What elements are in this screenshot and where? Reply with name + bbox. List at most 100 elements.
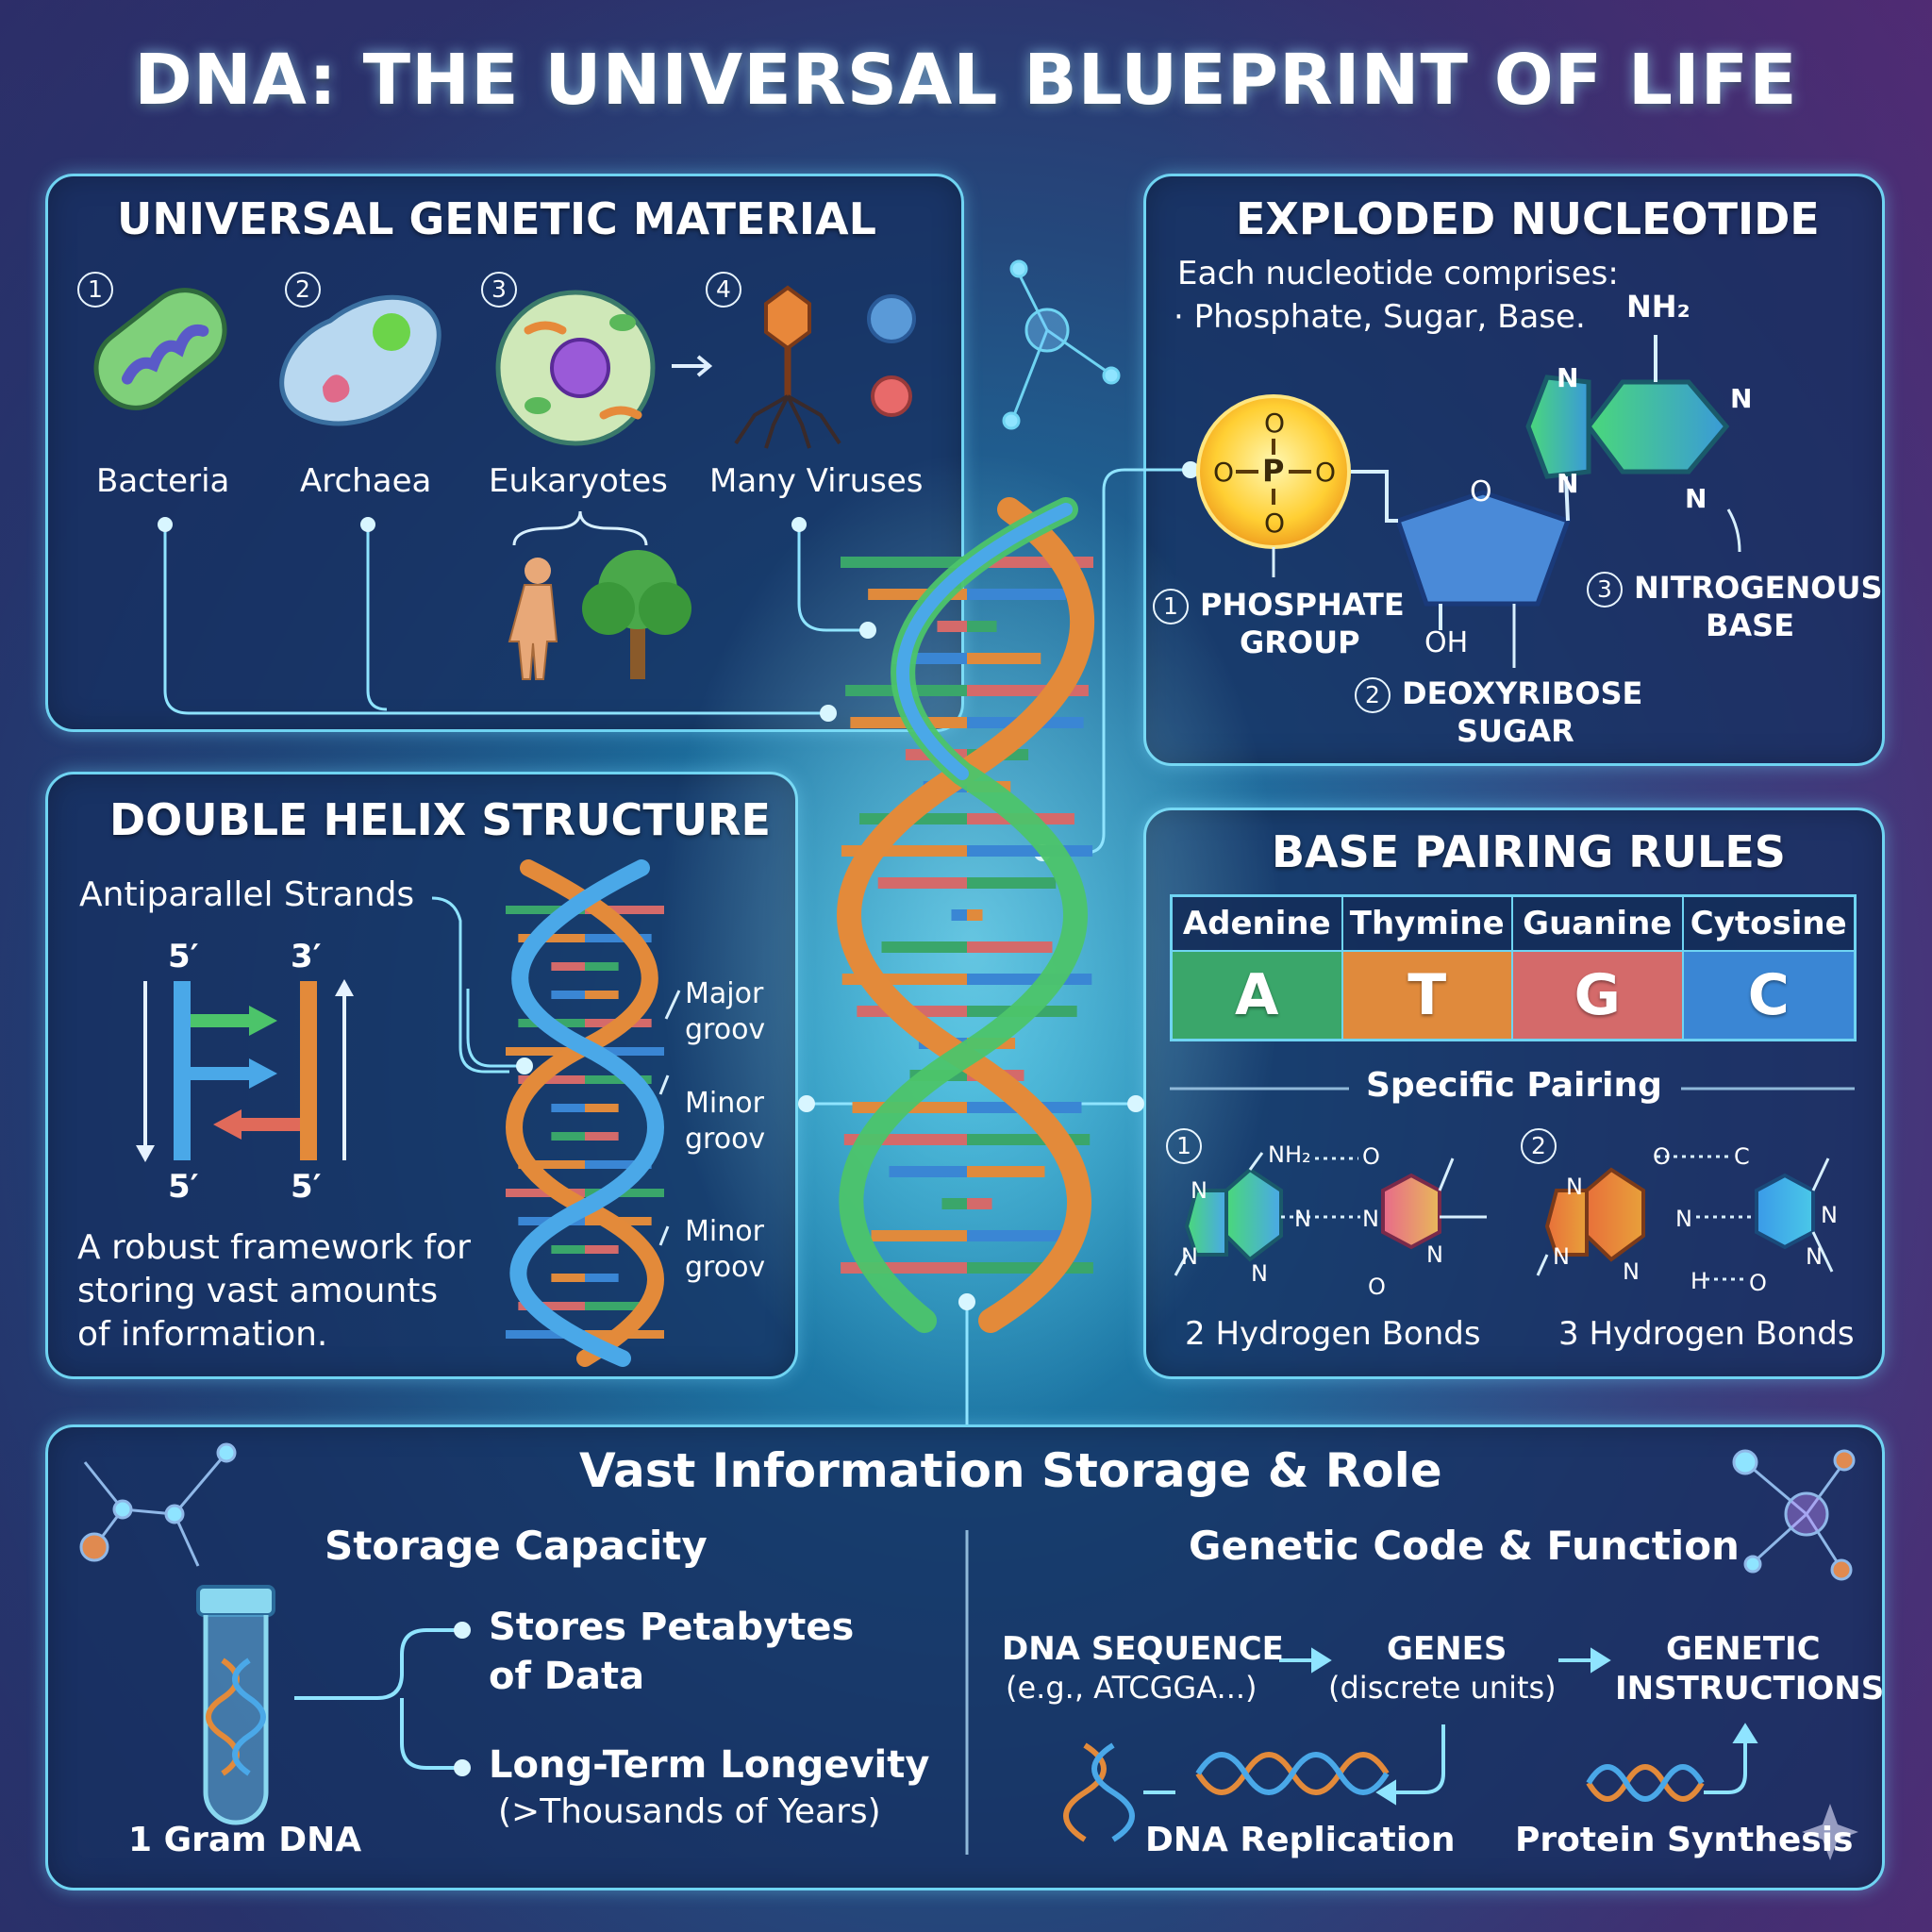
phosphate-o-right: O [1315,457,1337,488]
base-letter-g: G [1513,952,1684,1039]
at-n-right: N [1362,1206,1379,1232]
sugar-label-line1: DEOXYRIBOSE [1402,675,1643,711]
base-letter-c: C [1683,952,1854,1039]
pair1-hydrogen-bonds: 2 Hydrogen Bonds [1185,1315,1481,1353]
pair-number-1: 1 [1166,1128,1202,1164]
minor-groove-1-l2: groov [685,1123,766,1156]
petabytes-l1: Stores Petabytes [489,1606,855,1649]
helix-rung-left [881,941,967,953]
phosphate-number: 1 [1153,589,1189,625]
dna-replication-label: DNA Replication [1145,1821,1456,1859]
longevity-l2: (>Thousands of Years) [498,1792,881,1831]
organism-number-3: 3 [481,272,517,308]
helix-rung-right [967,877,1057,889]
gc-n-low-right: N [1806,1243,1823,1270]
base-number: 3 [1587,572,1623,608]
helix-rung-right [967,941,1053,953]
sugar-number: 2 [1355,677,1391,713]
helix-rung-left [889,1166,967,1177]
gc-n-low-left: N [1553,1243,1570,1270]
phosphate-o-bottom: O [1264,508,1286,539]
helix-title: DOUBLE HELIX STRUCTURE [109,794,771,845]
helix-rung-right [967,621,997,632]
at-o-top: O [1362,1143,1380,1170]
helix-rung-left [941,1198,967,1209]
strand-5prime-top: 5′ [168,938,199,975]
nucleotide-intro-line1: Each nucleotide comprises: [1177,255,1619,292]
at-n-low-right: N [1426,1241,1443,1268]
organism-number-2: 2 [285,272,321,308]
molecule-decoration-left [79,1442,237,1567]
base-name-thymine: Thymine [1342,897,1513,952]
helix-rung-right [967,589,1066,600]
base-pairing-title: BASE PAIRING RULES [1272,826,1786,877]
gc-c-top: C [1734,1143,1750,1170]
helix-description-l1: A robust framework for [77,1228,471,1267]
nucleotide-title: EXPLODED NUCLEOTIDE [1236,193,1820,244]
sugar-label-line2: SUGAR [1457,713,1574,749]
gc-n-right: N [1821,1202,1838,1228]
base-pairing-table: Adenine Thymine Guanine Cytosine A T G C [1170,894,1857,1041]
at-o-bottom: O [1368,1274,1386,1300]
helix-rung-right [967,1262,1093,1274]
at-nh2: NH₂ [1268,1141,1311,1168]
pair2-hydrogen-bonds: 3 Hydrogen Bonds [1558,1315,1855,1353]
dna-sequence-l1: DNA SEQUENCE [1002,1630,1284,1668]
gc-n-bottom: N [1623,1258,1640,1285]
helix-rung-left [951,909,967,921]
strand-5prime-bottom-right: 5′ [291,1168,322,1206]
dna-sequence-l2: (e.g., ATCGGA...) [1006,1670,1257,1706]
genes-l1: GENES [1387,1630,1507,1668]
base-letter-a: A [1173,952,1343,1039]
helix-rung-right [967,1198,992,1209]
one-gram-dna: 1 Gram DNA [128,1821,362,1859]
label-many-viruses: Many Viruses [709,462,924,500]
gc-o-bottom: O [1749,1270,1767,1296]
gc-n-left: N [1566,1174,1583,1200]
helix-rung-right [967,653,1041,664]
page-title: DNA: THE UNIVERSAL BLUEPRINT OF LIFE [134,40,1798,121]
genes-l2: (discrete units) [1328,1670,1557,1706]
at-n-bottom: N [1251,1260,1268,1287]
minor-groove-2-l1: Minor [685,1215,764,1248]
helix-rung-right [967,1166,1045,1177]
longevity-l1: Long-Term Longevity [489,1743,930,1787]
helix-rung-right [967,974,1092,985]
at-n-mid: N [1294,1206,1311,1232]
helix-rung-left [871,1230,967,1241]
major-groove-l1: Major [685,977,764,1010]
base-n-2: N [1730,383,1753,414]
base-n-1: N [1557,362,1579,393]
minor-groove-1-l1: Minor [685,1087,764,1120]
instructions-l1: GENETIC [1666,1630,1821,1668]
base-n-4: N [1685,483,1707,514]
organism-number-4: 4 [706,272,741,308]
strand-5prime-bottom-left: 5′ [168,1168,199,1206]
helix-rung-left [937,621,967,632]
at-n-left: N [1191,1177,1208,1204]
genetic-code-title: Genetic Code & Function [1189,1523,1740,1569]
label-eukaryotes: Eukaryotes [489,462,668,500]
minor-groove-2-l2: groov [685,1251,766,1284]
specific-pairing-label: Specific Pairing [1366,1066,1662,1105]
base-n-3: N [1557,468,1579,499]
storage-title: Vast Information Storage & Role [579,1443,1442,1498]
base-name-adenine: Adenine [1173,897,1343,952]
pair-number-2: 2 [1521,1128,1557,1164]
central-strand-orange [837,497,1094,1333]
organism-number-1: 1 [77,272,113,308]
strand-3prime-top: 3′ [291,938,322,975]
petabytes-l2: of Data [489,1655,645,1698]
molecule-decoration-top [1002,259,1121,430]
helix-rung-right [967,1230,1063,1241]
base-label-line2: BASE [1706,608,1795,643]
at-n-low-left: N [1181,1243,1198,1270]
base-nh2: NH₂ [1626,289,1690,325]
helix-rung-left [841,557,967,568]
base-name-cytosine: Cytosine [1683,897,1854,952]
base-letter-t: T [1342,952,1513,1039]
gc-h-bottom: H [1690,1268,1708,1294]
instructions-l2: INSTRUCTIONS [1615,1670,1885,1707]
protein-synthesis-label: Protein Synthesis [1515,1821,1854,1859]
helix-description-l2: storing vast amounts [77,1272,439,1310]
